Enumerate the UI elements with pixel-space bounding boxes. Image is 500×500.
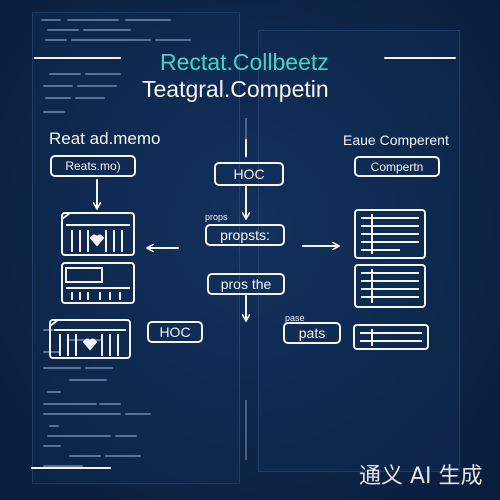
props-node: propsts: — [205, 224, 285, 246]
right-background-panel — [258, 30, 460, 472]
props-small-label: props — [205, 212, 228, 222]
pats-node: pats — [283, 322, 341, 344]
hoc-top-node: HOC — [214, 162, 284, 186]
left-component-icon-1 — [61, 212, 135, 256]
right-column-tag: Compertn — [354, 156, 440, 177]
diagram-title: Rectat.Collbeetz — [160, 49, 329, 75]
right-component-icon-3 — [353, 324, 429, 350]
diagram-subtitle: Teatgral.Competin — [142, 76, 329, 102]
left-component-icon-3 — [49, 319, 131, 359]
hoc-bottom-node: HOC — [147, 321, 203, 343]
left-column-tag: Reats.mo) — [50, 155, 136, 177]
right-component-icon-2 — [354, 264, 426, 308]
right-component-icon-1 — [354, 209, 426, 259]
watermark: 通义 AI 生成 — [359, 464, 483, 489]
pase-small-label: pase — [285, 313, 305, 323]
left-component-icon-2 — [61, 262, 135, 304]
pros-the-node: pros the — [207, 273, 285, 295]
left-column-label: Reat ad.memo — [49, 129, 161, 148]
left-background-panel — [32, 12, 240, 484]
right-column-label: Eaue Comperent — [343, 132, 449, 148]
